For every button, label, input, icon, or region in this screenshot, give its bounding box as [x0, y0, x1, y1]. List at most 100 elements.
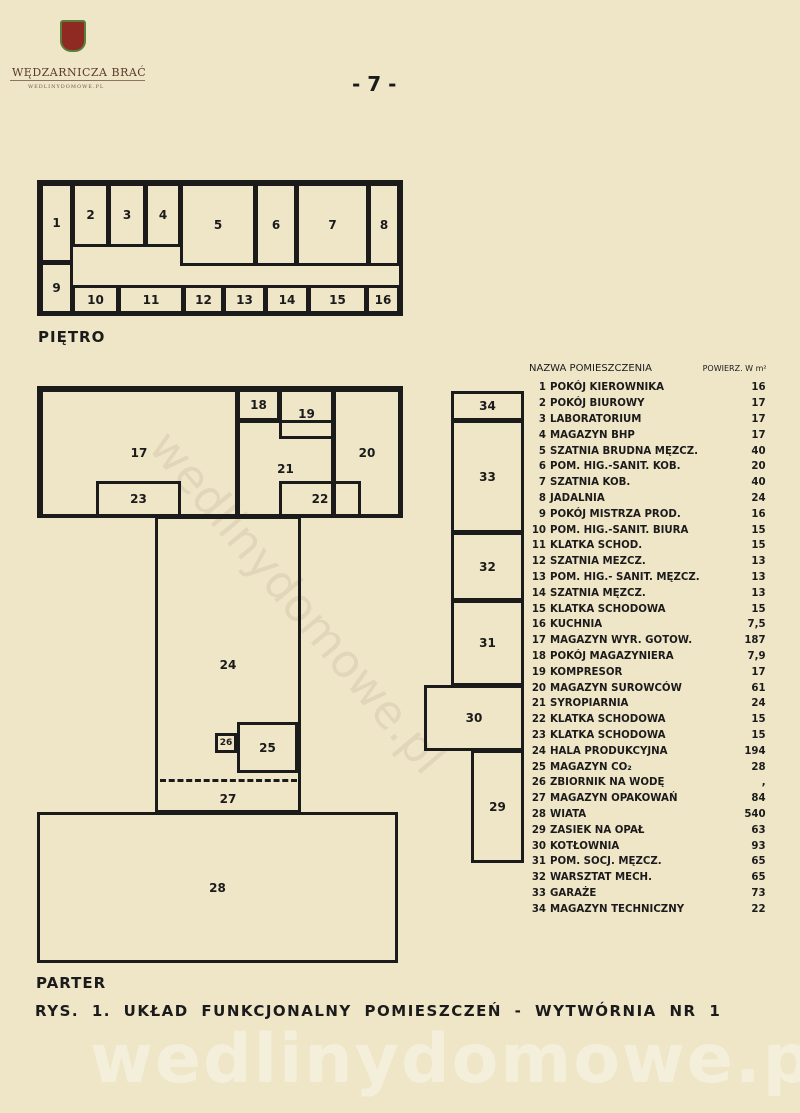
legend-row: 27 MAGAZYN OPAKOWAŃ 84 [528, 791, 768, 807]
room-25: 25 [237, 722, 298, 773]
legend-number: 29 [531, 824, 546, 836]
legend-room-name: POKÓJ MAGAZYNIERA [550, 650, 674, 662]
legend-room-name: KLATKA SCHOD. [550, 540, 643, 552]
legend-room-name: KOMPRESOR [550, 666, 623, 678]
legend-area: 61 [751, 682, 766, 694]
legend-area: 17 [751, 398, 766, 410]
legend-number: 17 [531, 635, 546, 647]
legend-area: 13 [751, 571, 766, 583]
legend-area: 24 [751, 492, 766, 504]
legend-area: 7,5 [747, 619, 766, 631]
logo: WĘDZARNICZA BRAĆ WEDLINYDOMOWE.PL [0, 0, 150, 100]
legend-number: 27 [531, 793, 546, 805]
legend-number: 18 [531, 650, 546, 662]
legend-room-name: SZATNIA MĘZCZ. [550, 587, 646, 599]
legend-area: 84 [751, 793, 766, 805]
legend-area: 22 [751, 903, 766, 915]
legend-row: 23 KLATKA SCHODOWA 15 [528, 728, 768, 744]
legend-number: 22 [531, 714, 546, 726]
legend-room-name: KLATKA SCHODOWA [550, 729, 666, 741]
legend-area: 7,9 [747, 650, 766, 662]
legend-area: 15 [751, 714, 766, 726]
legend-area: 16 [751, 508, 766, 520]
legend-room-name: WARSZTAT MECH. [550, 872, 652, 884]
upper-floor-label: PIĘTRO [38, 328, 106, 346]
room-8: 8 [368, 183, 400, 266]
legend-number: 1 [538, 382, 546, 394]
legend-number: 10 [531, 524, 546, 536]
legend-number: 9 [538, 508, 546, 520]
legend-room-name: MAGAZYN OPAKOWAŃ [550, 793, 678, 805]
room-26: 26 [215, 733, 237, 753]
legend-room-name: KLATKA SCHODOWA [550, 714, 666, 726]
legend-room-name: MAGAZYN TECHNICZNY [550, 903, 685, 915]
legend-room-name: SZATNIA MEZCZ. [550, 556, 646, 568]
logo-name: WĘDZARNICZA BRAĆ [12, 66, 147, 79]
legend-number: 30 [531, 840, 546, 852]
legend-room-name: HALA PRODUKCYJNA [550, 745, 668, 757]
legend-number: 8 [538, 492, 546, 504]
legend-number: 12 [531, 556, 546, 568]
room-7: 7 [296, 183, 369, 266]
room-5: 5 [180, 183, 256, 266]
legend-room-name: MAGAZYN SUROWCÓW [550, 682, 682, 694]
legend-room-name: MAGAZYN WYR. GOTOW. [550, 635, 693, 647]
legend-area: 24 [751, 698, 766, 710]
room-29: 29 [471, 750, 524, 863]
room-18: 18 [237, 389, 280, 421]
legend-area: 15 [751, 729, 766, 741]
legend-room-name: POKÓJ MISTRZA PROD. [550, 508, 681, 520]
legend-area: 540 [744, 808, 766, 820]
room-16: 16 [366, 285, 400, 314]
legend-area: 73 [751, 887, 766, 899]
legend-room-name: POKÓJ KIEROWNIKA [550, 382, 665, 394]
upper-floor-outline [37, 180, 403, 316]
room-31: 31 [451, 600, 524, 686]
legend-area: 40 [751, 445, 766, 457]
legend-area: 28 [751, 761, 766, 773]
legend-number: 14 [531, 587, 546, 599]
logo-site: WEDLINYDOMOWE.PL [28, 84, 105, 90]
legend-area: 13 [751, 556, 766, 568]
legend-row: 9 POKÓJ MISTRZA PROD. 16 [528, 506, 768, 522]
legend-number: 11 [531, 540, 546, 552]
legend-number: 21 [531, 698, 546, 710]
watermark: wedlinydomowe.pl [90, 1020, 800, 1099]
room-9: 9 [40, 262, 73, 314]
room-12: 12 [183, 285, 224, 314]
legend-number: 23 [531, 729, 546, 741]
legend-number: 25 [531, 761, 546, 773]
room-22: 22 [279, 481, 361, 517]
legend-header-area: POWIERZ. W m² [702, 364, 767, 373]
room-14: 14 [265, 285, 309, 314]
crest-icon [60, 20, 86, 52]
legend-number: 28 [531, 808, 546, 820]
legend-room-name: KUCHNIA [550, 619, 603, 631]
legend-area: 40 [751, 477, 766, 489]
legend-number: 5 [538, 445, 546, 457]
room-6: 6 [255, 183, 297, 266]
legend-area: 17 [751, 666, 766, 678]
legend-area: , [761, 777, 766, 789]
legend-number: 13 [531, 571, 546, 583]
